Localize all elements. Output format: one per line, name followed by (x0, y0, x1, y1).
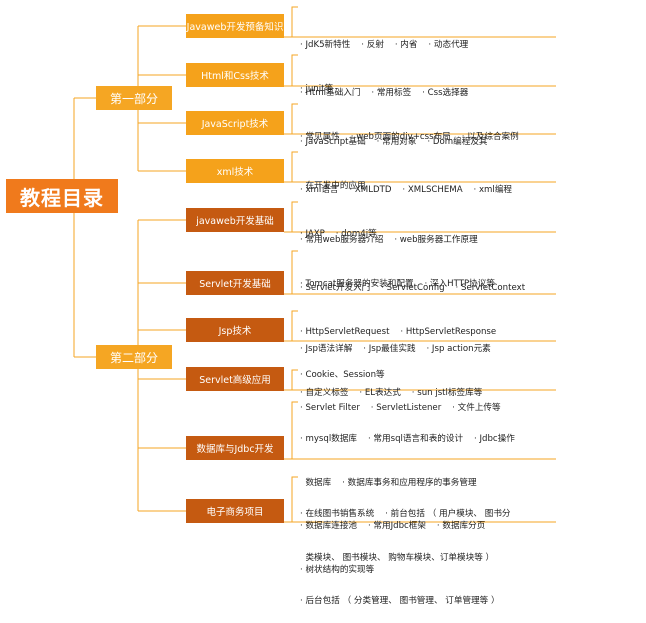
detail-line: · 在线图书销售系统 · 前台包括 （ 用户模块、 图书分 (300, 509, 511, 519)
topic-javascript: JavaScript技术 (186, 111, 284, 135)
topic-html-css: Html和Css技术 (186, 63, 284, 87)
details-servlet-basics: · Servlet开发入门 · ServletConfig · ServletC… (300, 252, 525, 397)
details-servlet-advanced: · Servlet Filter · ServletListener · 文件上… (300, 372, 501, 430)
detail-line: · JavaScript基础 · 常用对象 · Dom编程及其 (300, 137, 488, 147)
detail-line: · 数据库连接池 · 常用Jdbc框架 · 数据库分页 (300, 521, 486, 531)
detail-line: 类模块、 图书模块、 购物车模块、订单模块等 ） (300, 552, 495, 563)
detail-line: · Html基础入门 · 常用标签 · Css选择器 (300, 88, 469, 98)
detail-line: · Jsp语法详解 · Jsp最佳实践 · Jsp action元素 (300, 344, 491, 354)
detail-line: · xml语言 · XMLDTD · XMLSCHEMA · xml编程 (300, 185, 513, 195)
topic-servlet-basics: Servlet开发基础 (186, 271, 284, 295)
details-xml: · xml语言 · XMLDTD · XMLSCHEMA · xml编程 · J… (300, 154, 512, 256)
topic-jsp: Jsp技术 (186, 318, 284, 342)
detail-line: · Tomcat服务器的安装和配置 · 深入HTTP协议等 (300, 278, 495, 289)
detail-line: · 常用web服务器介绍 · web服务器工作原理 (300, 235, 478, 245)
detail-line: · 后台包括 （ 分类管理、 图书管理、 订单管理等 ） (300, 596, 500, 606)
details-javascript: · JavaScript基础 · 常用对象 · Dom编程及其 在开发中的应用 (300, 106, 488, 208)
detail-line: · 自定义标签 · EL表达式 · sun jstl标签库等 (300, 387, 483, 398)
topic-database-jdbc: 数据库与Jdbc开发 (186, 436, 284, 460)
root-title: 教程目录 (6, 179, 118, 213)
topic-servlet-advanced: Servlet高级应用 (186, 367, 284, 391)
detail-line: · JAXP · dom4j等 (300, 228, 377, 239)
details-javaweb-basics: · 常用web服务器介绍 · web服务器工作原理 · Tomcat服务器的安装… (300, 204, 495, 306)
detail-line: · HttpServletRequest · HttpServletRespon… (300, 326, 497, 337)
detail-line: · Servlet开发入门 · ServletConfig · ServletC… (300, 283, 526, 293)
detail-line: · JdK5新特性 · 反射 · 内省 · 动态代理 (300, 40, 469, 50)
topic-xml: xml技术 (186, 159, 284, 183)
details-html-css: · Html基础入门 · 常用标签 · Css选择器 · 常见属性 · web页… (300, 57, 519, 159)
details-ecommerce-project: · 在线图书销售系统 · 前台包括 （ 用户模块、 图书分 类模块、 图书模块、… (300, 478, 511, 623)
detail-line: 数据库 · 数据库事务和应用程序的事务管理 (300, 477, 477, 488)
detail-line: 在开发中的应用 (300, 180, 366, 191)
details-javaweb-preparation: · JdK5新特性 · 反射 · 内省 · 动态代理 · junit等 (300, 9, 468, 111)
detail-line: · Cookie、Session等 (300, 370, 385, 380)
part-two-label: 第二部分 (96, 345, 172, 369)
part-one-label: 第一部分 (96, 86, 172, 110)
topic-javaweb-preparation: Javaweb开发预备知识 (186, 14, 284, 38)
detail-line: · junit等 (300, 83, 334, 94)
connector-lines (73, 6, 556, 523)
detail-line: · 常见属性 · web页面的div+css布局 · 以及综合案例 (300, 131, 519, 142)
detail-line: · Servlet Filter · ServletListener · 文件上… (300, 403, 501, 413)
topic-javaweb-basics: javaweb开发基础 (186, 208, 284, 232)
topic-ecommerce-project: 电子商务项目 (186, 499, 284, 523)
detail-line: · mysql数据库 · 常用sql语言和表的设计 · Jdbc操作 (300, 434, 515, 444)
details-jsp: · Jsp语法详解 · Jsp最佳实践 · Jsp action元素 · 自定义… (300, 313, 491, 415)
